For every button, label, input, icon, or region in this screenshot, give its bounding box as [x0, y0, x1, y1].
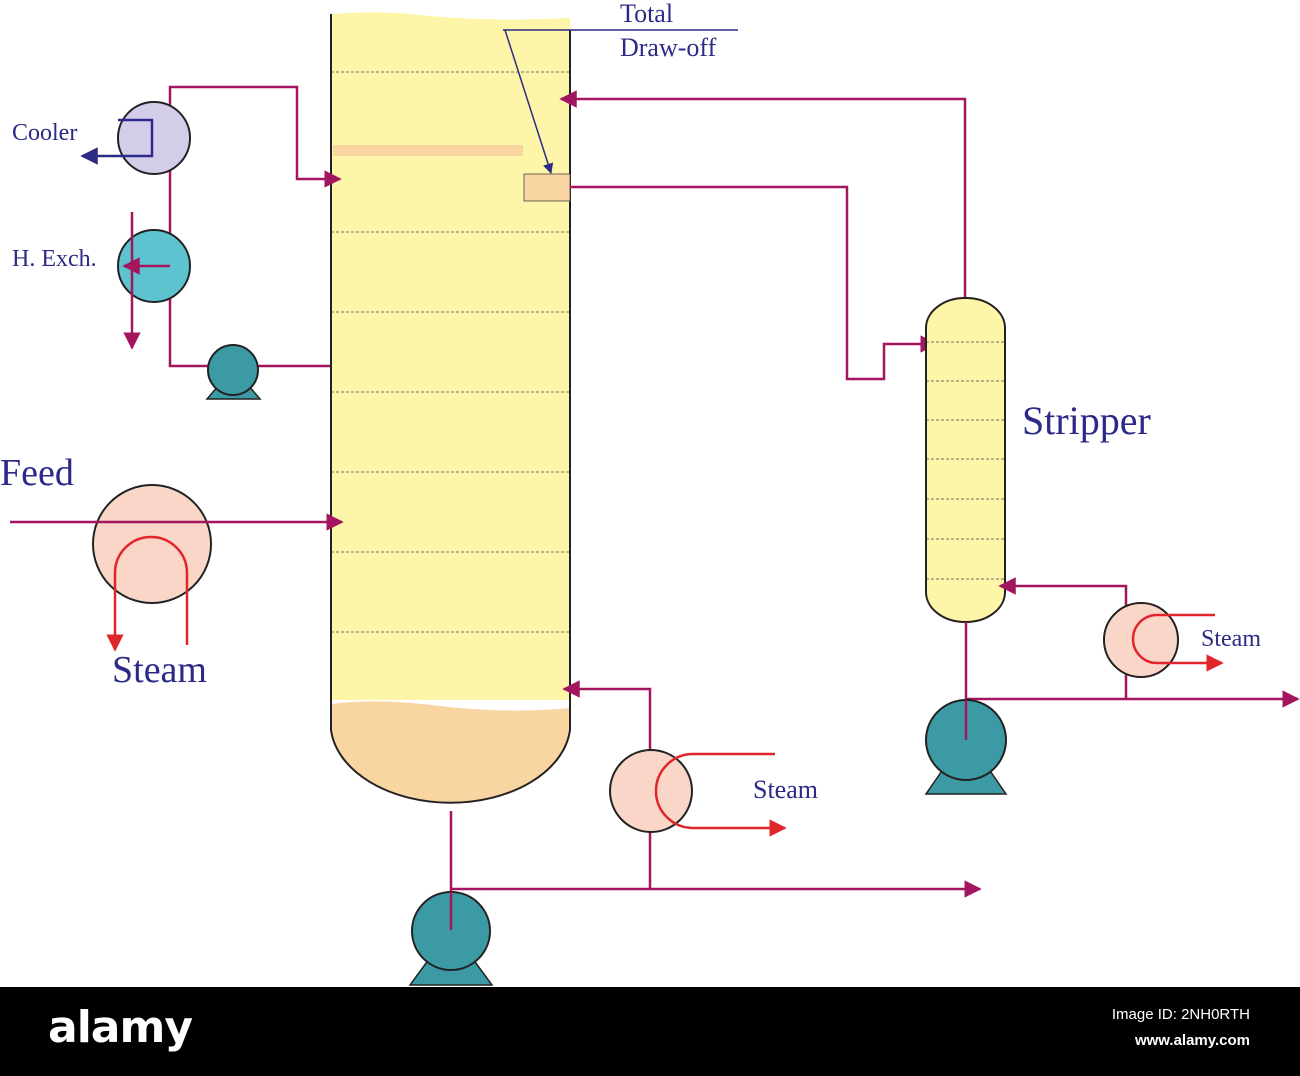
- image-id-label: Image ID: 2NH0RTH: [1111, 1006, 1250, 1023]
- main-column: [330, 12, 571, 804]
- side-draw-pipe: [570, 185, 938, 381]
- stripper-vapor-return-pipe: [559, 90, 967, 300]
- draw-off-label: Draw-off: [620, 33, 717, 62]
- feed-heater: [92, 484, 212, 604]
- cooler-coil-icon: [80, 118, 154, 165]
- total-label: Total: [620, 0, 673, 28]
- heat-exchanger-label: H. Exch.: [12, 246, 97, 272]
- column-reboiler: [609, 749, 693, 833]
- stripper-column: [925, 297, 1006, 623]
- draw-off-tray: [333, 145, 523, 156]
- reboiler-steam-label: Steam: [753, 775, 818, 804]
- stripper-label: Stripper: [1022, 398, 1151, 443]
- feed-heater-steam-label: Steam: [112, 649, 207, 691]
- watermark-bar: [0, 987, 1300, 1076]
- reboiler-steam-coil: [654, 752, 787, 837]
- column-outline: [330, 14, 571, 804]
- cooler: [117, 101, 191, 175]
- draw-off-pointer: [504, 29, 554, 174]
- feed-heater-steam-coil: [106, 535, 189, 652]
- alamy-logo: alamy: [48, 1002, 193, 1053]
- process-flow-diagram: Total Draw-off Cooler H. Exch. Feed Stea…: [0, 0, 1300, 986]
- column-body: [331, 12, 570, 700]
- stripper-pump: [924, 699, 1008, 795]
- pumparound-pump: [205, 344, 262, 400]
- feed-label: Feed: [0, 452, 74, 494]
- stripper-reboiler-steam-label: Steam: [1201, 626, 1261, 652]
- cooler-label: Cooler: [12, 120, 77, 146]
- site-url-label: www.alamy.com: [1134, 1032, 1250, 1049]
- stripper-reboiler-steam-coil: [1131, 613, 1224, 672]
- draw-off-pan: [523, 173, 571, 202]
- pumparound-pipe: [168, 85, 342, 368]
- stripper-reboiler: [1103, 602, 1179, 678]
- bottom-pump: [408, 891, 494, 986]
- column-bottom-liquid: [331, 701, 570, 803]
